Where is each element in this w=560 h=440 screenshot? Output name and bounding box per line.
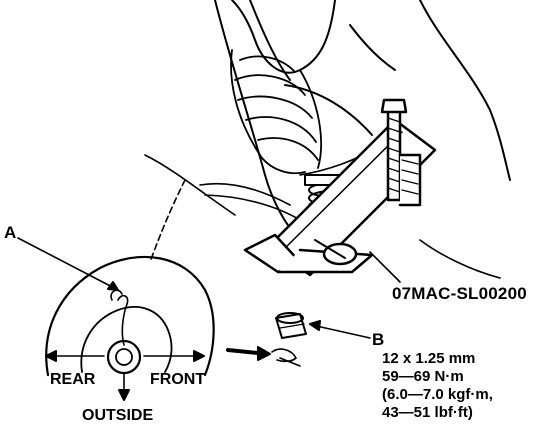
cotter-pin-arrow — [226, 348, 260, 355]
steering-knuckle — [214, 0, 511, 241]
callout-b-leader — [311, 324, 371, 339]
callout-a-leader — [17, 237, 119, 291]
lower-arm — [144, 149, 501, 279]
callout-b-arrowhead — [309, 320, 321, 331]
direction-outside-label: OUTSIDE — [82, 407, 154, 424]
torque-spec-kgfm: (6.0—7.0 kgf·m, — [382, 386, 493, 403]
castle-nut — [275, 312, 307, 339]
direction-front-label: FRONT — [150, 371, 206, 388]
callout-b-label: B — [372, 330, 385, 349]
callout-a-arrowhead — [107, 281, 119, 291]
ball-joint-remover-tool — [243, 98, 437, 277]
tool-part-number: 07MAC-SL00200 — [392, 284, 527, 303]
callout-a-label: A — [4, 223, 17, 242]
cv-boot — [230, 49, 322, 175]
inset-view — [45, 255, 215, 401]
direction-rear-label: REAR — [50, 371, 96, 388]
cotter-pin-arrowhead — [257, 346, 271, 361]
tool-leader-line — [369, 251, 401, 283]
torque-spec-size: 12 x 1.25 mm — [382, 350, 476, 367]
torque-spec-lbfft: 43—51 lbf·ft) — [382, 404, 473, 421]
torque-spec-nm: 59—69 N·m — [382, 368, 464, 385]
cotter-pin-loose — [271, 348, 301, 367]
